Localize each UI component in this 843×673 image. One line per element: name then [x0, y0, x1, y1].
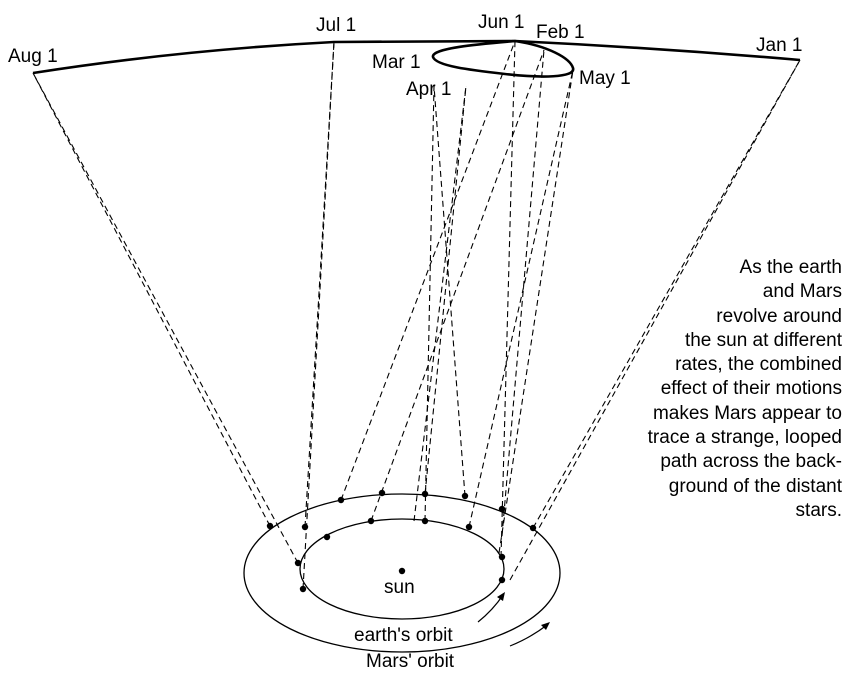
- label-sun: sun: [384, 577, 415, 598]
- caption-line: stars.: [795, 499, 842, 521]
- label-feb-1: Feb 1: [536, 22, 585, 43]
- label-jul-1: Jul 1: [316, 15, 356, 36]
- sight-line: [424, 85, 467, 495]
- label-jun-1: Jun 1: [478, 12, 524, 33]
- mars-positions: [266, 489, 537, 532]
- earth-orbit: [299, 518, 505, 620]
- retrograde-loop: [431, 39, 575, 78]
- label-jan-1: Jan 1: [756, 35, 802, 56]
- sight-line: [32, 72, 271, 527]
- sun-dot: [398, 567, 406, 575]
- earth-position-dot: [299, 585, 307, 593]
- caption-line: trace a strange, looped: [647, 427, 842, 449]
- label-earth-orbit: earth's orbit: [354, 625, 453, 646]
- earth-position-dot: [465, 523, 473, 531]
- mars-orbit: [243, 493, 561, 653]
- sight-line: [498, 69, 574, 554]
- caption-line: path across the back-: [660, 451, 842, 473]
- earth-position-dot: [421, 517, 429, 525]
- earth-position-dot: [498, 576, 506, 584]
- sight-line: [302, 41, 335, 590]
- mars-position-dot: [337, 496, 345, 504]
- earth-position-dot: [367, 517, 375, 525]
- caption-line: makes Mars appear to: [652, 402, 842, 424]
- caption-line: effect of their motions: [660, 378, 842, 400]
- sight-line: [304, 41, 335, 528]
- sight-line: [433, 85, 466, 497]
- sight-line: [501, 49, 545, 537]
- mars-position-dot: [498, 505, 506, 513]
- mars-position-dot: [378, 489, 386, 497]
- earth-position-dot: [294, 559, 302, 567]
- mars-position-dot: [421, 490, 429, 498]
- sight-line: [468, 69, 574, 528]
- label-apr-1: Apr 1: [406, 79, 451, 100]
- caption-line: ground of the distant: [668, 475, 842, 497]
- sight-line: [413, 85, 467, 522]
- caption-line: the sun at different: [684, 329, 842, 351]
- earth-position-dot: [323, 533, 331, 541]
- caption-line: rates, the combined: [675, 354, 842, 376]
- sight-line: [32, 72, 299, 564]
- explanation-caption: As the earth and Mars revolve around the…: [570, 256, 842, 523]
- mars-orbit-arrowhead: [541, 622, 550, 630]
- earth-positions: [294, 517, 506, 593]
- mars-position-dot: [266, 522, 274, 530]
- sight-line: [370, 49, 545, 522]
- label-aug-1: Aug 1: [8, 46, 58, 67]
- label-may-1: May 1: [579, 68, 631, 89]
- caption-line: As the earth: [739, 257, 842, 278]
- mars-position-dot: [461, 492, 469, 500]
- label-mars-orbit: Mars' orbit: [366, 651, 455, 672]
- lines-of-sight: [32, 40, 801, 590]
- caption-line: and Mars: [762, 281, 842, 303]
- mars-position-dot: [301, 523, 309, 531]
- caption-line: revolve around: [716, 305, 842, 327]
- sight-line: [424, 85, 435, 522]
- sight-line: [500, 40, 516, 558]
- earth-orbit-arrowhead: [497, 592, 505, 601]
- sight-line: [340, 40, 516, 501]
- mars-position-dot: [529, 524, 537, 532]
- label-mar-1: Mar 1: [372, 52, 421, 73]
- earth-orbit-direction-arrow: [477, 594, 504, 623]
- earth-position-dot: [498, 553, 506, 561]
